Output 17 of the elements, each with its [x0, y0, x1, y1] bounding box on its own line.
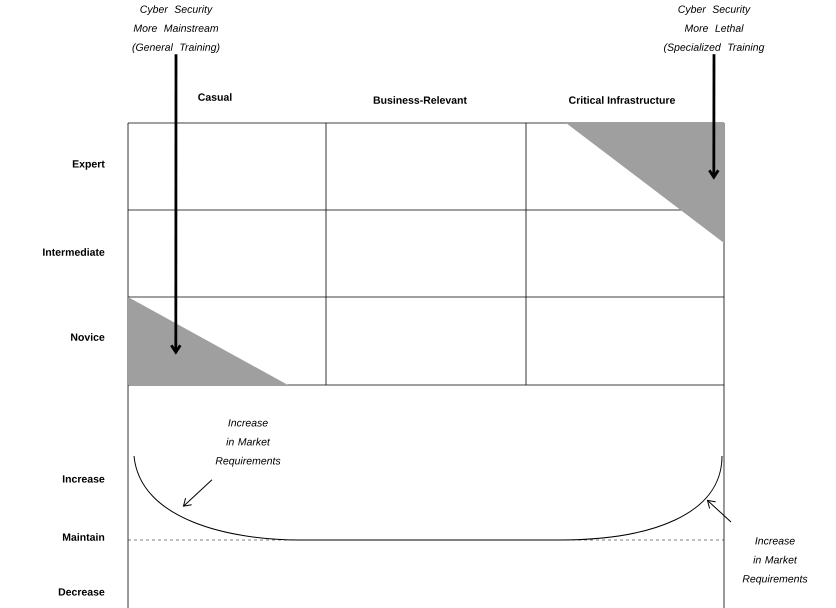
- column-header: Casual: [198, 93, 232, 101]
- annotation-text: Increase in Market Requirements: [742, 537, 808, 585]
- annotation-text: Cyber Security More Lethal (Specialized Training: [664, 5, 764, 53]
- curve: [134, 456, 722, 540]
- annotation-text: Increase in Market Requirements: [216, 419, 280, 467]
- shaded-triangle: [128, 297, 288, 385]
- row-header: Intermediate: [43, 248, 104, 256]
- arrow: [706, 500, 732, 522]
- arrow: [170, 54, 182, 355]
- arrow: [708, 54, 720, 180]
- column-header: Business-Relevant: [374, 96, 467, 104]
- annotation-text: Cyber Security More Mainstream (General Training): [132, 5, 220, 53]
- row-header: Expert: [72, 160, 105, 170]
- row-header: Decrease: [58, 588, 104, 596]
- arrow: [182, 479, 212, 507]
- shaded-triangle: [566, 123, 724, 243]
- row-header: Maintain: [62, 533, 104, 541]
